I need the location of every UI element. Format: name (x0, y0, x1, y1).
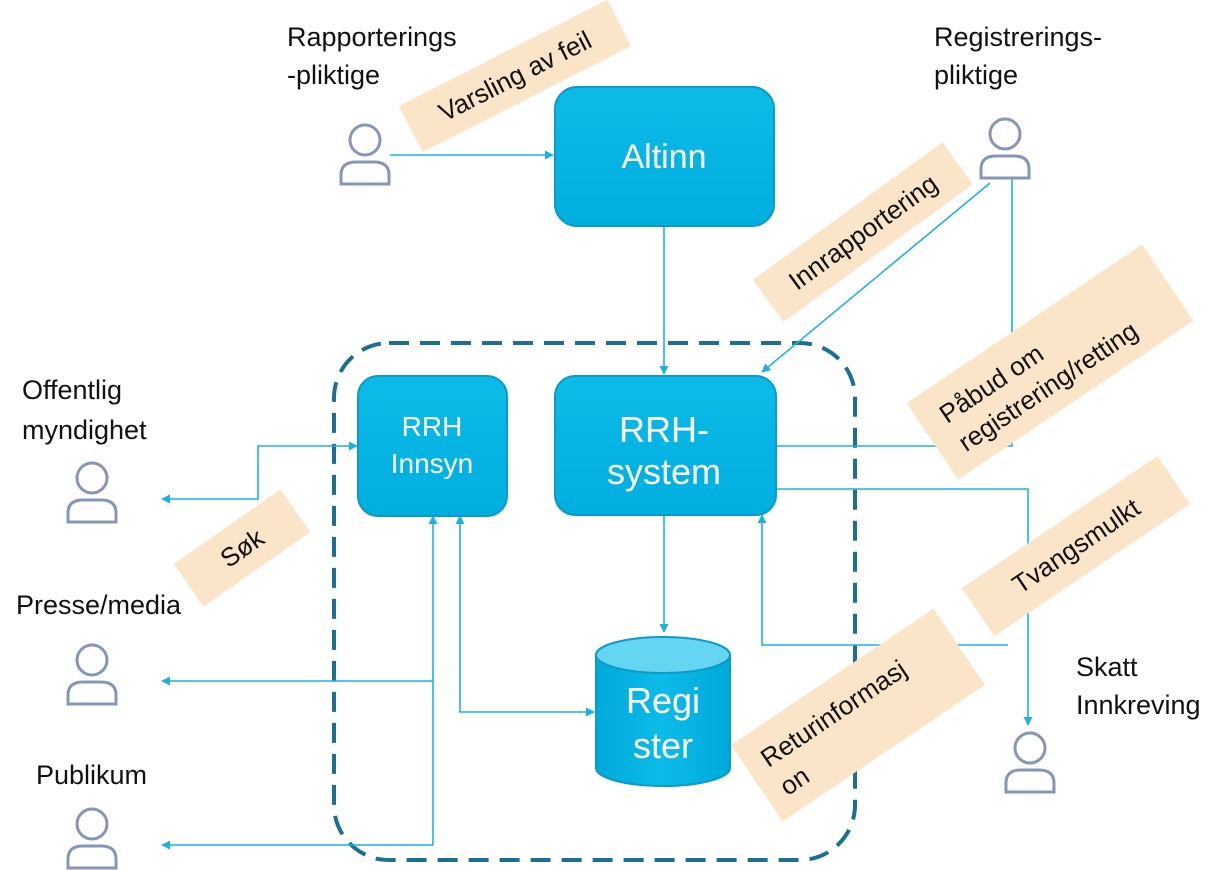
skatt-label-line2: Innkreving (1076, 690, 1201, 720)
offentlig-label-line1: Offentlig (22, 375, 122, 405)
rrh-innsyn-label-line1: RRH (402, 411, 463, 442)
tag-innrapportering: Innrapportering (753, 142, 973, 322)
presse-label: Presse/media (16, 590, 182, 620)
tag-tvangsmulkt: Tvangsmulkt (961, 455, 1191, 637)
altinn-box: Altinn (554, 86, 775, 227)
altinn-label: Altinn (621, 138, 706, 176)
registreringspliktige-label-line1: Registrerings- (934, 22, 1102, 52)
register-label-line1: Regi (626, 680, 700, 721)
offentlig-label-line2: myndighet (22, 415, 147, 445)
arrow-skatt-to-system (757, 514, 1008, 646)
publikum-label: Publikum (36, 760, 147, 790)
skatt-label-line1: Skatt (1076, 652, 1138, 682)
register-database: Regi ster (595, 636, 731, 787)
rrh-innsyn-label-line2: Innsyn (391, 448, 474, 479)
offentlig-person-icon (66, 461, 118, 524)
arrow-system-to-registrering (776, 169, 1017, 447)
registreringspliktige-person-icon (979, 117, 1031, 180)
register-label-line2: ster (633, 725, 693, 766)
tag-pabud: Påbud om registrering/retting (906, 244, 1194, 480)
tag-innrapportering-text: Innrapportering (783, 168, 943, 296)
registreringspliktige-label-line2: pliktige (934, 60, 1018, 90)
tag-sok: Søk (173, 489, 311, 607)
rrh-system-label-line2: system (607, 451, 721, 492)
tag-returinformasjon: Returinformasj on (731, 608, 985, 822)
arrow-offentlig-innsyn (161, 441, 358, 504)
arrow-innsyn-register (455, 515, 595, 717)
skatt-person-icon (1004, 731, 1056, 794)
rrh-innsyn-box: RRH Innsyn (357, 375, 508, 517)
publikum-person-icon (66, 807, 118, 870)
presse-person-icon (66, 643, 118, 706)
system-boundary (332, 341, 857, 862)
rapporteringspliktige-label-line1: Rapporterings (287, 22, 457, 52)
flow-arrows (161, 150, 1033, 850)
arrow-system-to-skatt (776, 488, 1033, 726)
rrh-system-box: RRH- system (554, 375, 777, 516)
arrow-registrering-to-system (761, 182, 991, 373)
rapporteringspliktige-label-line2: -pliktige (287, 60, 380, 90)
rrh-system-label-line1: RRH- (619, 409, 709, 450)
rapporteringspliktige-person-icon (339, 123, 391, 186)
